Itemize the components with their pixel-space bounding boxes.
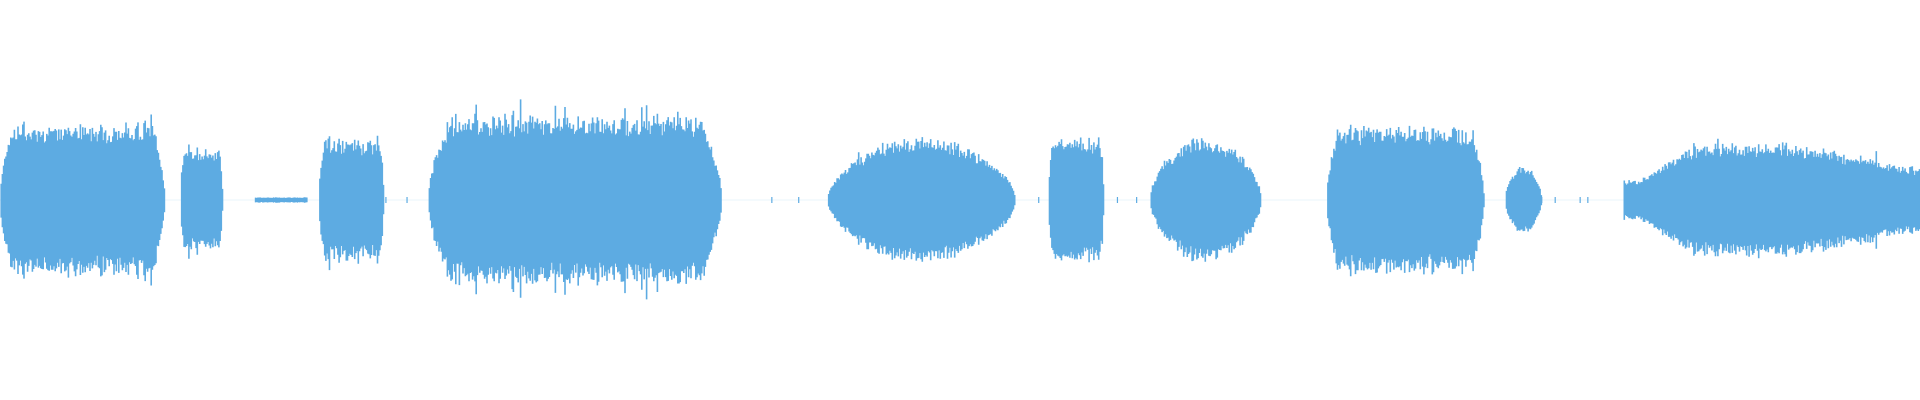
- waveform-path: [1048, 137, 1105, 263]
- waveform-segment: [1048, 137, 1105, 263]
- waveform-segment: [1623, 138, 1920, 259]
- waveform-path: [254, 197, 308, 203]
- waveform-segment: [1150, 138, 1262, 262]
- waveform-segment: [180, 144, 224, 259]
- waveform-path: [1623, 138, 1920, 259]
- waveform-segment: [827, 137, 1016, 262]
- waveform-segment: [0, 114, 166, 286]
- waveform-path: [827, 137, 1016, 262]
- waveform-path: [319, 135, 385, 271]
- waveform-path: [428, 99, 722, 300]
- waveform-segment: [254, 197, 308, 203]
- waveform-segment: [319, 135, 385, 271]
- waveform-segment: [1327, 124, 1485, 277]
- waveform-path: [1505, 167, 1543, 232]
- waveform-segment: [428, 99, 722, 300]
- waveform-path: [1327, 124, 1485, 277]
- waveform-segment: [1505, 167, 1543, 232]
- waveform-path: [180, 144, 224, 259]
- waveform-path: [0, 114, 166, 286]
- waveform-path: [1150, 138, 1262, 262]
